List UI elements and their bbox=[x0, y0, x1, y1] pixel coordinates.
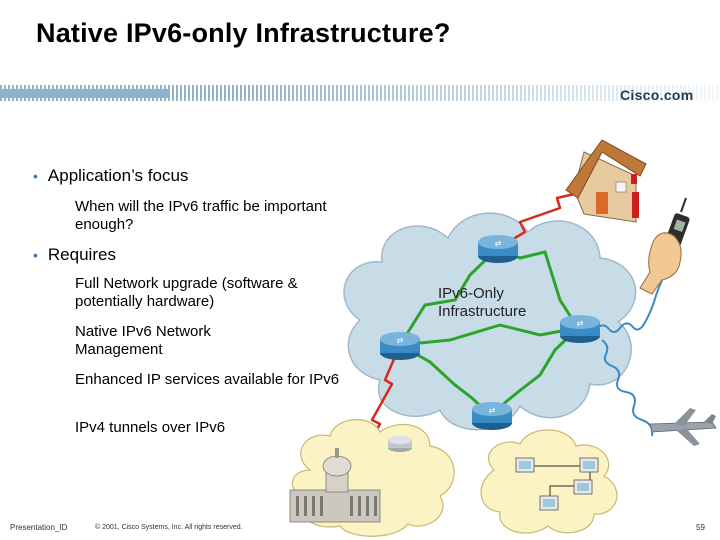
header-solid-bar bbox=[0, 89, 170, 98]
cloud-label-line2: Infrastructure bbox=[438, 303, 526, 320]
router-left: ⇄ bbox=[380, 332, 420, 360]
footer-copyright: © 2001, Cisco Systems, Inc. All rights r… bbox=[95, 524, 243, 531]
header-band bbox=[0, 83, 720, 103]
computer-icon-4 bbox=[573, 479, 593, 495]
bullet-dot: • bbox=[33, 247, 38, 263]
bullet-label: Requires bbox=[47, 245, 116, 264]
cell-phone-icon bbox=[639, 197, 690, 295]
sub-network-upgrade: Full Network upgrade (software & potenti… bbox=[75, 275, 298, 310]
cloud-label-line1: IPv6-Only bbox=[438, 285, 504, 302]
bullet-application-focus: • Application’s focus bbox=[33, 166, 188, 186]
svg-text:⇄: ⇄ bbox=[577, 319, 584, 328]
link-left-to-bottom bbox=[398, 343, 492, 417]
svg-text:⇄: ⇄ bbox=[489, 406, 496, 415]
header-fade bbox=[240, 85, 720, 101]
link-left-to-right bbox=[398, 323, 580, 347]
slide-title: Native IPv6-only Infrastructure? bbox=[36, 18, 451, 48]
airplane-icon bbox=[649, 408, 717, 446]
computer-icon-1 bbox=[515, 457, 535, 473]
sub-ipv6-traffic: When will the IPv6 traffic be important … bbox=[75, 198, 327, 233]
router-right: ⇄ bbox=[560, 315, 600, 343]
footer-presentation-id: Presentation_ID bbox=[10, 523, 68, 532]
sub-enhanced-ip-services: Enhanced IP services available for IPv6 bbox=[75, 371, 340, 388]
cisco-logo[interactable]: Cisco.com bbox=[620, 87, 694, 103]
svg-text:⇄: ⇄ bbox=[397, 336, 404, 345]
sub-network-management: Native IPv6 Network Management bbox=[75, 323, 211, 358]
computer-icon-2 bbox=[579, 457, 599, 473]
link-right-to-bottom bbox=[488, 326, 580, 417]
wave-to-plane bbox=[601, 339, 654, 437]
small-router-icon bbox=[388, 436, 412, 452]
bullet-requires: • Requires bbox=[33, 245, 116, 265]
lan-links bbox=[528, 465, 591, 506]
svg-text:⇄: ⇄ bbox=[495, 239, 502, 248]
bullet-label: Application’s focus bbox=[47, 166, 189, 185]
right-cloud bbox=[480, 429, 618, 534]
house-icon bbox=[565, 139, 647, 223]
computer-icon-3 bbox=[539, 495, 559, 511]
footer-page-number: 59 bbox=[696, 523, 705, 532]
link-top-to-left bbox=[398, 246, 500, 347]
bullet-dot: • bbox=[33, 168, 38, 184]
left-cloud bbox=[289, 419, 455, 537]
router-bottom: ⇄ bbox=[472, 402, 512, 430]
router-top: ⇄ bbox=[478, 235, 518, 263]
ipv6-cloud bbox=[343, 212, 637, 431]
capitol-icon bbox=[289, 448, 381, 523]
sub-ipv4-tunnels: IPv4 tunnels over IPv6 bbox=[75, 419, 226, 436]
